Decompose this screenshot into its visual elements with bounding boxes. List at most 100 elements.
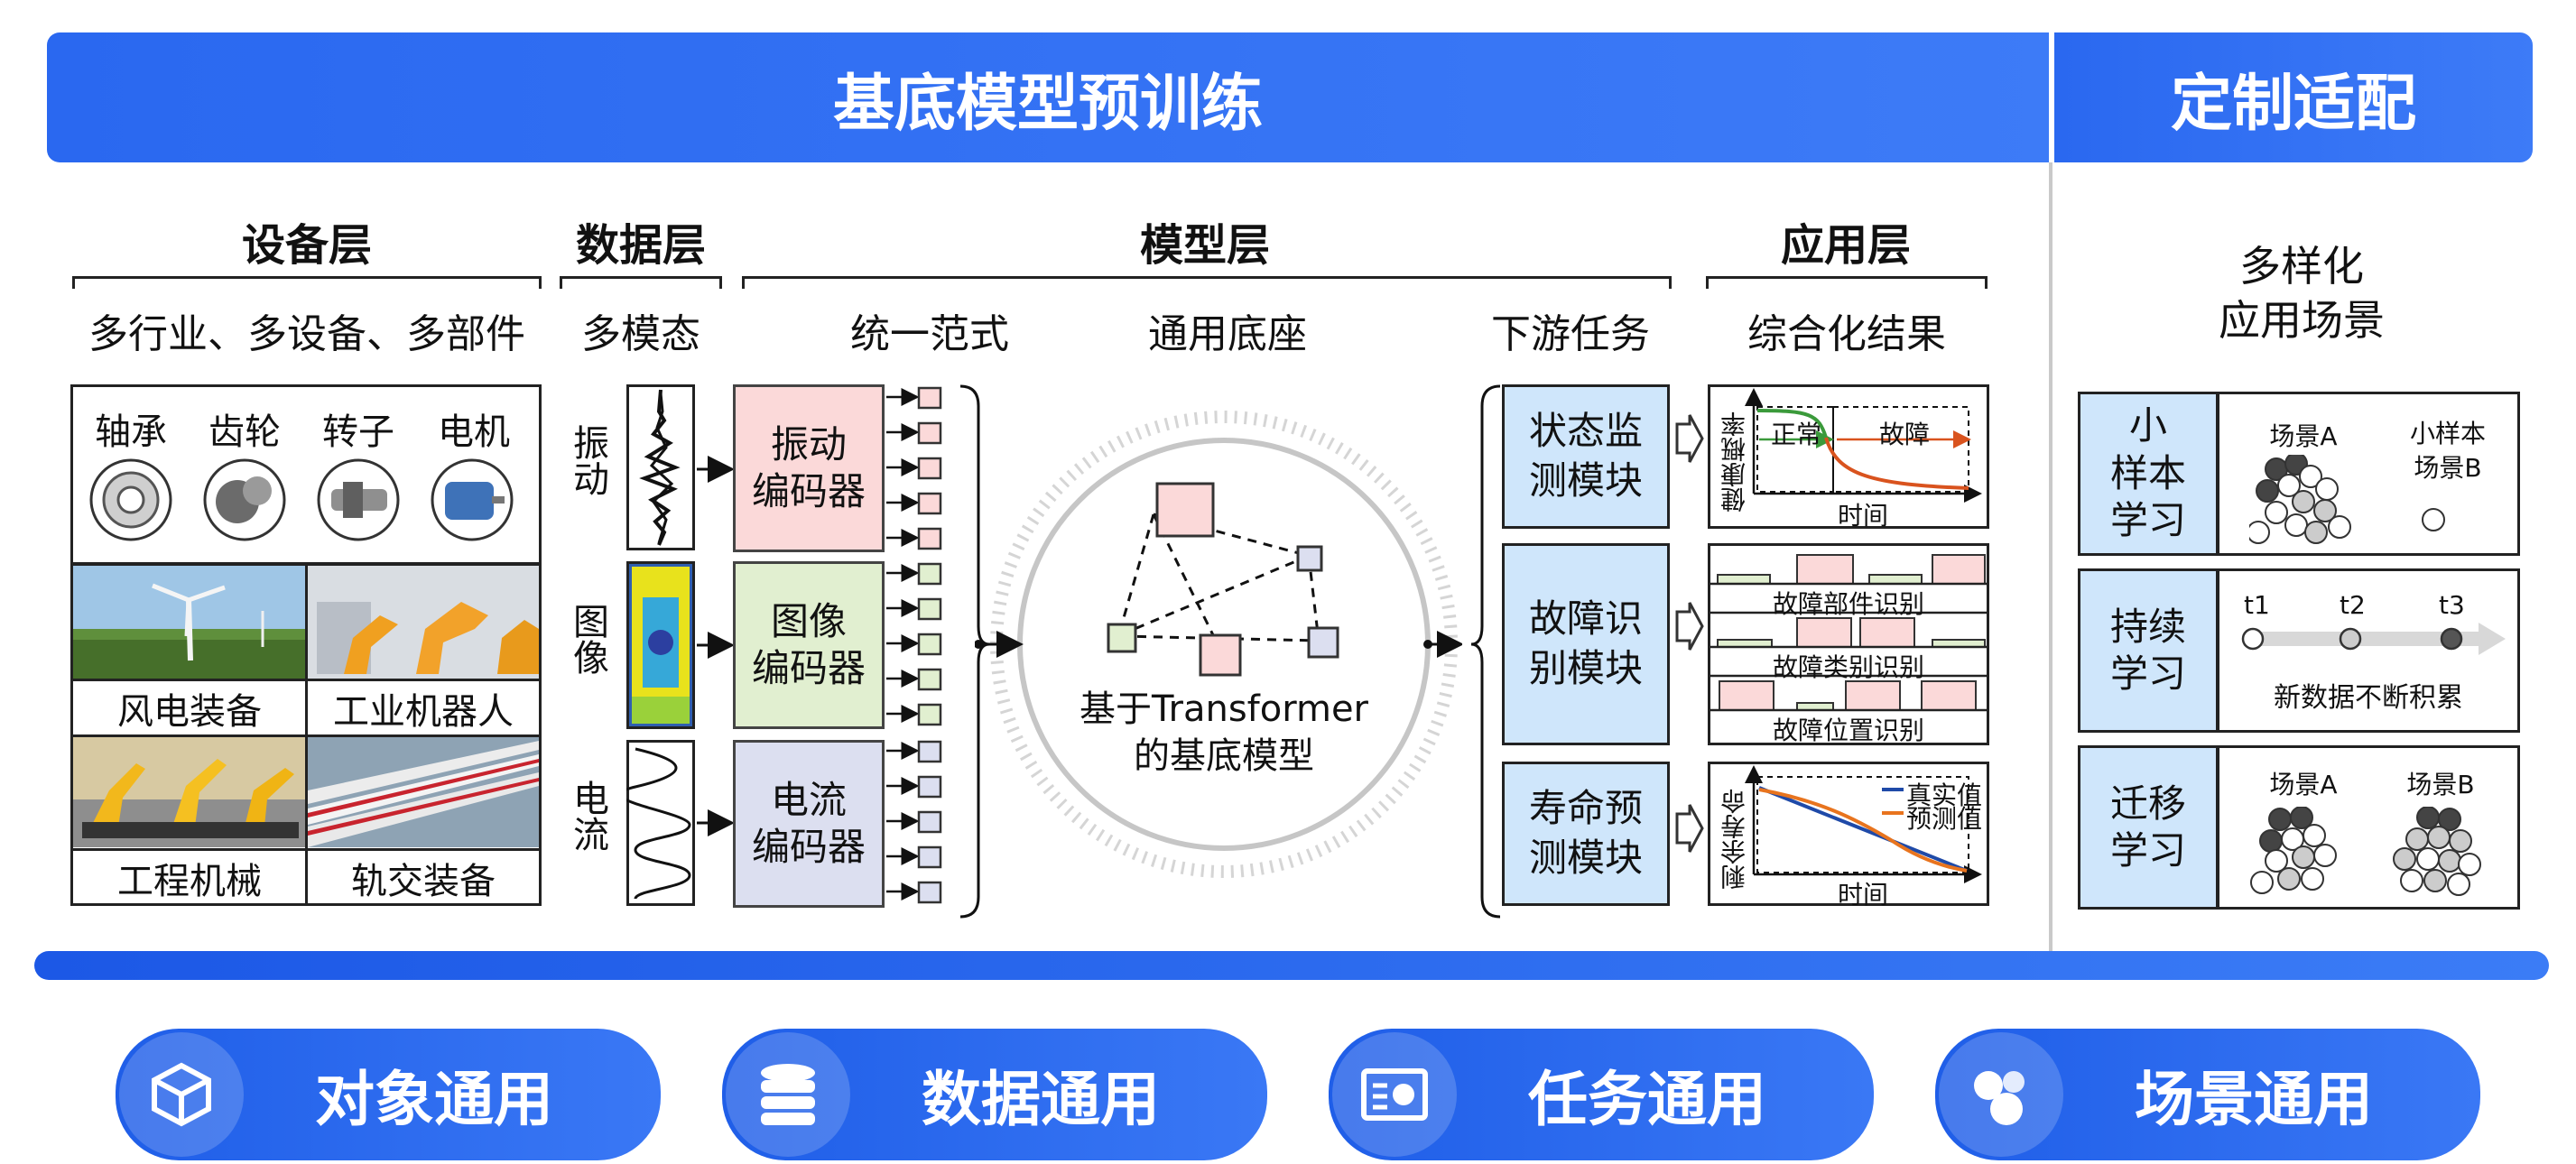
token-outputs: [886, 384, 990, 919]
construction-machinery-image: [73, 736, 306, 847]
life-legend-true: 真实值: [1906, 781, 1983, 810]
life-prediction-module-label: 寿命预 测模块: [1528, 786, 1643, 880]
spheres-icon: [1939, 1032, 2063, 1157]
result-arrows: [1675, 414, 1704, 853]
image-signal: [626, 561, 695, 729]
equipment-label-wind: 风电装备: [117, 691, 262, 733]
monitoring-result-chart: [1745, 388, 1982, 503]
parts-row: 轴承 齿轮 转子 电机: [72, 402, 540, 547]
wind-turbine-image: [73, 566, 306, 679]
model-subtitle-base: 通用底座: [1148, 311, 1307, 357]
vibration-encoder: 振动 编码器: [733, 384, 885, 552]
modality-label-image: 图像: [567, 603, 608, 675]
current-encoder-label: 电流 编码器: [751, 777, 866, 870]
life-result-chart: [1745, 765, 1982, 883]
diagnosis-result-chart: [1710, 554, 1987, 712]
model-bracket: [742, 276, 1672, 289]
bottom-divider-bar: [34, 951, 2549, 980]
model-layer-title: 模型层: [1139, 220, 1270, 271]
model-subtitle-tasks: 下游任务: [1491, 311, 1650, 357]
equipment-label-robot: 工业机器人: [333, 691, 514, 733]
diagnosis-module: 故障识 别模块: [1502, 543, 1670, 745]
modality-label-vibration: 振动: [567, 424, 608, 496]
task-general-text: 任务通用: [1528, 1065, 1766, 1134]
app-bracket: [1706, 276, 1988, 289]
scene-general-pill: 场景通用: [1935, 1029, 2480, 1160]
monitoring-fault-label: 故障: [1879, 420, 1931, 449]
object-general-pill: 对象通用: [116, 1029, 661, 1160]
diagnosis-part-label: 故障部件识别: [1772, 589, 1924, 619]
life-ylabel: 剩余寿命: [1719, 789, 1749, 890]
foundation-model-line1: 基于Transformer: [1079, 688, 1369, 730]
app-subtitle: 综合化结果: [1747, 311, 1946, 357]
task-brace: [1470, 384, 1501, 919]
life-xlabel: 时间: [1838, 880, 1889, 910]
diagnosis-type-label: 故障类别识别: [1772, 652, 1924, 682]
monitoring-ylabel: 健康概率: [1719, 411, 1749, 513]
diagnosis-location-label: 故障位置识别: [1772, 716, 1924, 745]
object-general-text: 对象通用: [315, 1065, 553, 1134]
diagnosis-bars-part: [1710, 554, 1987, 586]
continual-timeline: [2241, 623, 2506, 655]
cube-icon: [119, 1032, 244, 1157]
custom-scenes-title: 多样化 应用场景: [2076, 240, 2527, 348]
image-tokens: [886, 562, 942, 726]
monitoring-module: 状态监 测模块: [1502, 384, 1670, 529]
diagnosis-bars-type: [1710, 617, 1987, 649]
data-bracket: [560, 276, 722, 289]
continual-panel: [2217, 568, 2520, 733]
monitoring-module-label: 状态监 测模块: [1528, 409, 1643, 503]
life-prediction-module: 寿命预 测模块: [1502, 762, 1670, 906]
image-encoder: 图像 编码器: [733, 561, 885, 729]
current-tokens: [886, 740, 942, 904]
diagnosis-module-label: 故障识 别模块: [1528, 596, 1643, 690]
continual-t1: t1: [2244, 590, 2270, 620]
database-icon: [726, 1032, 850, 1157]
gear-icon: [203, 458, 286, 541]
pretrain-banner: 基底模型预训练: [47, 32, 2049, 162]
few-shot-scene-a: 场景A: [2269, 421, 2338, 451]
rotor-icon: [317, 458, 400, 541]
life-legend-pred: 预测值: [1906, 804, 1983, 834]
current-signal: [626, 740, 695, 906]
monitoring-normal-label: 正常: [1771, 420, 1822, 449]
robot-image: [308, 566, 539, 679]
few-shot-label-box: 小 样本 学习: [2078, 392, 2219, 556]
equipment-label-machinery: 工程机械: [117, 861, 262, 902]
modality-arrows: [697, 456, 735, 836]
part-icons: [89, 458, 514, 541]
equipment-label-rail: 轨交装备: [351, 861, 496, 902]
section-divider: [2049, 162, 2052, 956]
device-subtitle: 多行业、多设备、多部件: [88, 311, 525, 357]
data-general-text: 数据通用: [922, 1065, 1160, 1134]
modality-label-current: 电流: [567, 780, 608, 852]
part-label-bearing: 轴承: [95, 411, 167, 453]
app-layer-title: 应用层: [1780, 220, 1911, 271]
model-subtitle-paradigm: 统一范式: [850, 311, 1009, 357]
transfer-label: 迁移 学习: [2109, 781, 2186, 873]
monitoring-xlabel: 时间: [1838, 501, 1889, 531]
data-general-pill: 数据通用: [722, 1029, 1267, 1160]
data-subtitle: 多模态: [581, 311, 700, 357]
foundation-model-graphic: [975, 411, 1462, 878]
transfer-scene-b: 场景B: [2406, 770, 2475, 799]
transfer-label-box: 迁移 学习: [2078, 745, 2219, 910]
device-layer-title: 设备层: [241, 220, 372, 271]
device-bracket: [72, 276, 542, 289]
few-shot-label: 小 样本 学习: [2109, 403, 2186, 543]
continual-caption: 新数据不断积累: [2274, 682, 2463, 714]
image-encoder-label: 图像 编码器: [751, 598, 866, 691]
bearing-icon: [89, 458, 172, 541]
custom-title-line2: 应用场景: [2219, 295, 2385, 345]
current-encoder: 电流 编码器: [733, 740, 885, 908]
vibration-encoder-label: 振动 编码器: [751, 421, 866, 514]
custom-banner: 定制适配: [2054, 32, 2533, 162]
continual-t3: t3: [2439, 590, 2465, 620]
custom-title: 定制适配: [2170, 68, 2416, 140]
few-shot-clusters: [2249, 455, 2445, 544]
pretrain-title: 基底模型预训练: [832, 68, 1263, 140]
part-label-motor: 电机: [438, 411, 510, 453]
part-label-gear: 齿轮: [208, 411, 281, 453]
custom-title-line1: 多样化: [2239, 242, 2364, 291]
scene-general-text: 场景通用: [2135, 1065, 2373, 1134]
